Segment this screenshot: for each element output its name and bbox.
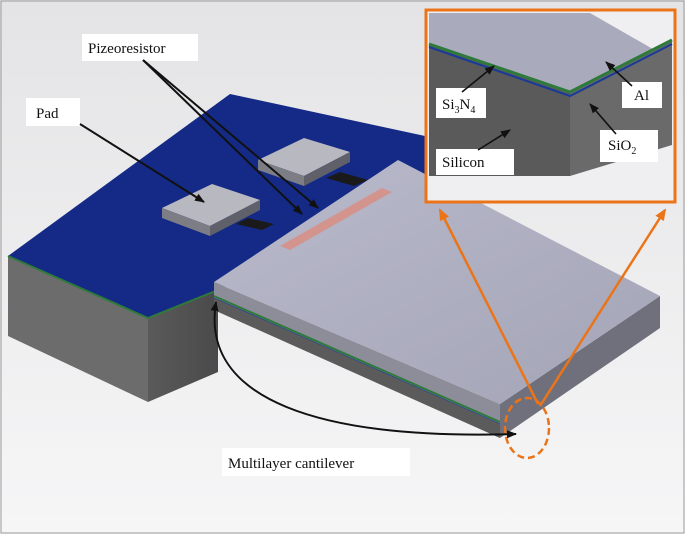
trace-1 <box>236 218 274 230</box>
pad-2-side <box>304 152 350 186</box>
al-label: Al <box>634 88 649 104</box>
silicon-label: Silicon <box>442 155 485 171</box>
multilayer-cantilever-label: Multilayer cantilever <box>228 456 354 472</box>
pizeoresistor-label: Pizeoresistor <box>88 41 165 57</box>
si3n4-label: Si3N4 <box>442 97 475 116</box>
trace-2 <box>326 172 368 186</box>
inset-nitride-layer <box>428 43 673 98</box>
arrow-icon <box>477 129 511 151</box>
arrow-icon <box>142 59 319 209</box>
pizeoresistor-label-box <box>82 34 198 61</box>
substrate-front-face <box>8 256 148 402</box>
substrate-right-face <box>148 290 218 402</box>
substrate-edge-layer <box>7 255 219 320</box>
pad-1-side <box>210 200 260 236</box>
sio2-label: SiO2 <box>608 138 636 157</box>
inset-oxide-layer <box>428 38 673 94</box>
inset-silicon-face <box>429 44 570 176</box>
arrow-icon <box>605 61 633 87</box>
arrow-icon <box>79 123 205 203</box>
inset-callout: Si3N4 Silicon Al SiO2 <box>424 8 677 204</box>
arrow-icon <box>210 301 517 439</box>
multilayer-cantilever-label-box <box>222 448 410 476</box>
pad-label-box <box>26 98 80 126</box>
arrow-icon <box>589 103 617 135</box>
arrow-icon <box>142 59 303 215</box>
pad-1-front <box>162 208 210 236</box>
sio2-label-box <box>600 130 658 162</box>
callout-line-right <box>538 208 667 407</box>
pad-1-top <box>162 184 260 226</box>
pad-2-top <box>258 138 350 176</box>
pad-label: Pad <box>36 106 59 122</box>
pizeoresistor-strip <box>280 188 392 250</box>
silicon-label-box <box>436 149 514 175</box>
si3n4-label-box <box>436 88 486 118</box>
pads-group <box>162 138 368 236</box>
pad-1 <box>162 184 260 236</box>
arrow-icon <box>461 65 495 93</box>
al-label-box <box>622 82 662 108</box>
